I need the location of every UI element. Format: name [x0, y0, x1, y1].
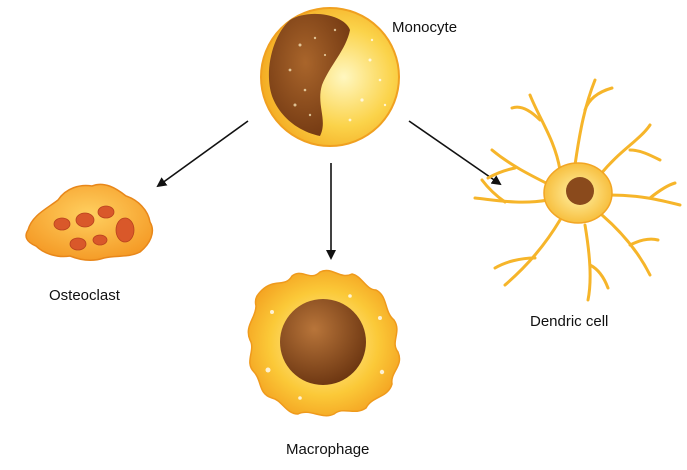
osteoclast-cell — [25, 183, 154, 261]
macrophage-cell — [247, 269, 401, 417]
dendritic-cell — [473, 78, 682, 302]
label-monocyte: Monocyte — [392, 19, 458, 36]
dendritic-cell-nucleus — [566, 177, 594, 205]
monocyte-nucleus — [268, 13, 350, 136]
label-macrophage: Macrophage — [286, 441, 370, 458]
arrow-to-dendritic-cell — [408, 120, 502, 186]
macrophage-nucleus — [280, 299, 366, 385]
monocyte-cell — [260, 7, 400, 147]
arrow-to-osteoclast — [156, 120, 249, 188]
osteoclast-nuclei — [53, 205, 135, 251]
label-dendritic-cell: Dendric cell — [530, 313, 609, 330]
label-osteoclast: Osteoclast — [49, 287, 120, 304]
